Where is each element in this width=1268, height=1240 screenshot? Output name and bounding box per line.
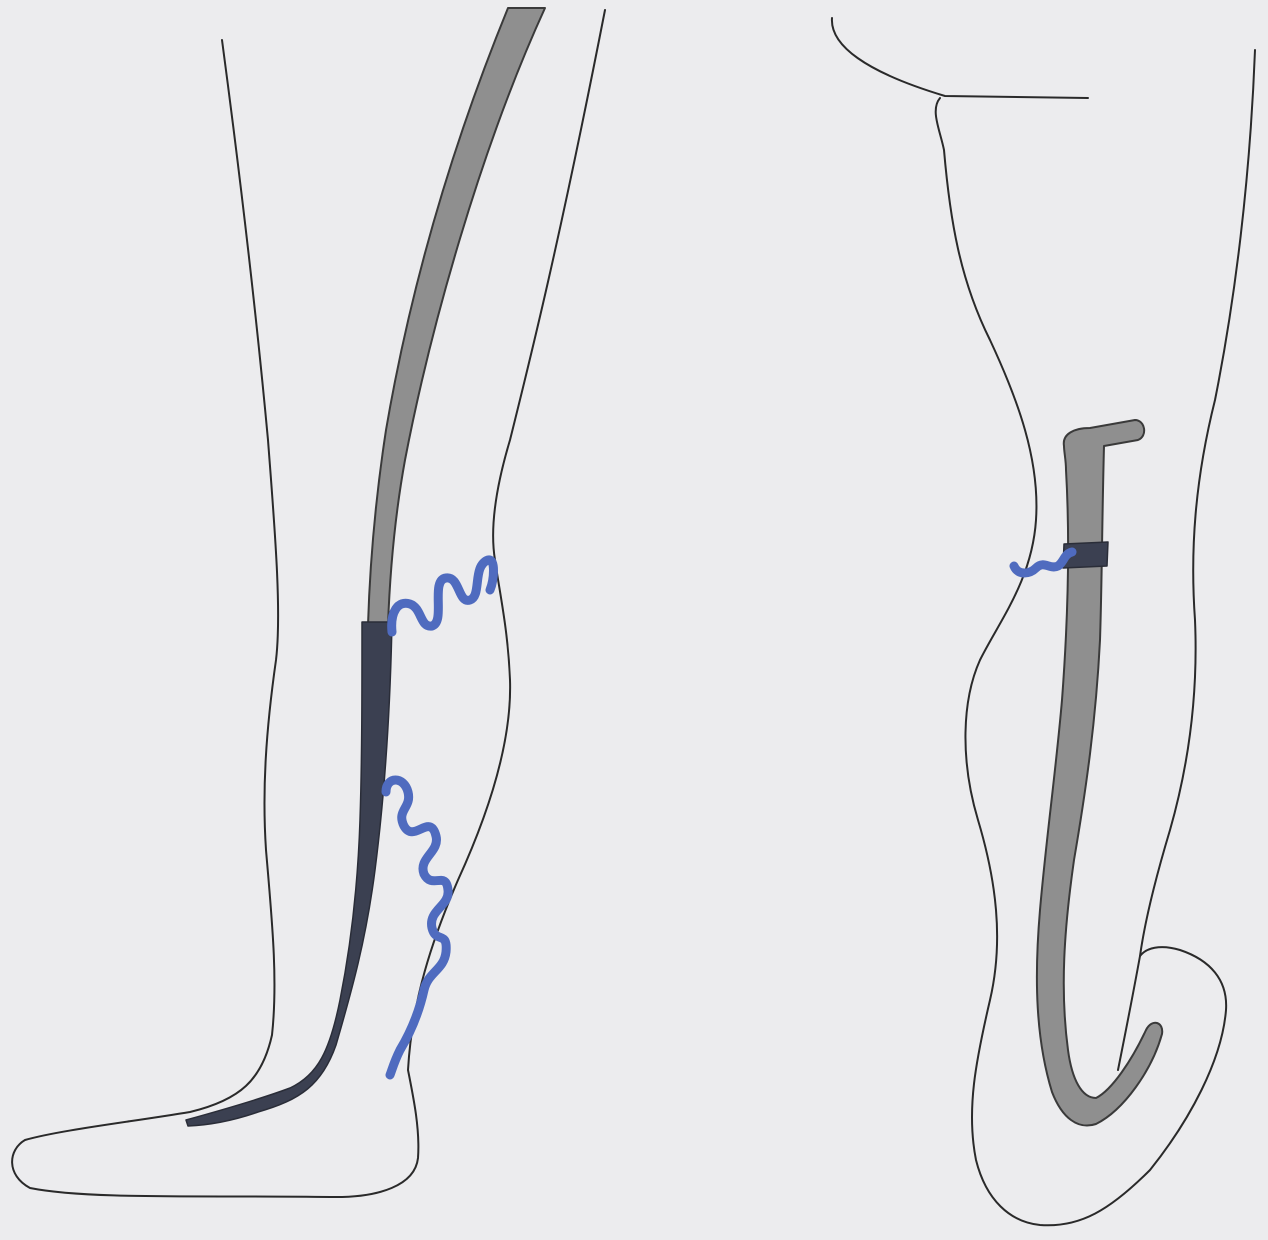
right-leg-front-outline bbox=[1118, 50, 1255, 1070]
right-thigh-outline bbox=[832, 18, 1088, 98]
leg-front-view bbox=[12, 8, 605, 1197]
left-upper-bandage bbox=[392, 560, 494, 632]
right-grey-splint bbox=[1037, 420, 1162, 1126]
left-leg-outline bbox=[12, 10, 605, 1197]
leg-side-view bbox=[832, 18, 1255, 1225]
left-dark-splint bbox=[186, 622, 392, 1126]
right-bandage bbox=[1014, 552, 1072, 573]
left-grey-splint bbox=[368, 8, 545, 625]
